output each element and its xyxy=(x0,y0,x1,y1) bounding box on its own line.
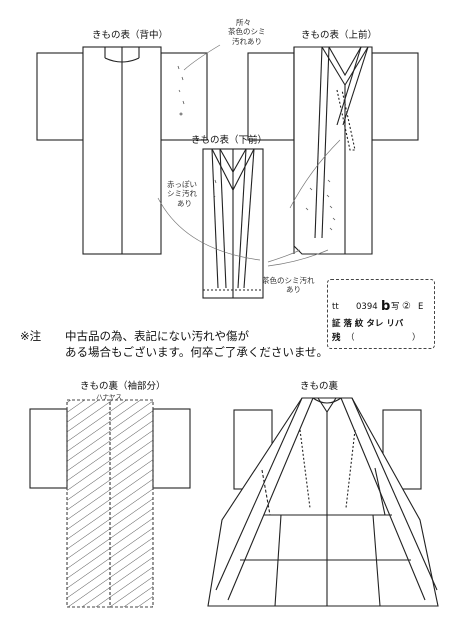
note-line1: 中古品の為、表記にない汚れや傷が xyxy=(65,329,249,343)
title-lining: きもの裏 xyxy=(300,381,339,392)
code-row3-close: ） xyxy=(412,333,421,343)
code-shazen: 写 xyxy=(391,302,400,312)
title-lower-front: きもの表（下前） xyxy=(191,135,268,146)
code-number: 0394 xyxy=(356,302,378,312)
code-circled: ② xyxy=(402,301,411,312)
code-letter: b xyxy=(381,299,391,314)
code-e: E xyxy=(418,302,424,312)
product-code-box xyxy=(327,279,435,349)
annotation-lines xyxy=(157,44,341,267)
handnote-lining-label: ハナヤス xyxy=(96,393,122,401)
code-row3-label: 残 xyxy=(332,333,341,343)
kimono-back-diagram xyxy=(36,46,208,255)
code-row3-open: （ xyxy=(346,333,355,343)
kimono-lining-sleeve-diagram xyxy=(29,399,191,608)
handnote-stain-left: 赤っぽい シミ汚れ あり xyxy=(167,180,197,208)
kimono-lower-front-diagram xyxy=(202,148,264,299)
title-back: きもの表（背中） xyxy=(92,30,169,41)
handnote-stain-bottom: 茶色のシミ汚れ あり xyxy=(262,276,315,295)
title-upper-front: きもの表（上前） xyxy=(301,30,378,41)
note-line2: ある場合もございます。何卒ご了承くださいませ。 xyxy=(65,345,329,359)
title-lining-sleeve: きもの裏（袖部分） xyxy=(80,381,166,392)
kimono-lining-open-diagram xyxy=(207,397,439,607)
code-tt: tt xyxy=(332,302,339,312)
kimono-upper-front-diagram xyxy=(247,46,419,255)
handnote-stain-top: 所々 茶色のシミ 汚れあり xyxy=(228,18,266,46)
code-row2: 証 落 紋 タレ リバ xyxy=(332,319,404,329)
note-prefix: ※注 xyxy=(20,329,42,343)
